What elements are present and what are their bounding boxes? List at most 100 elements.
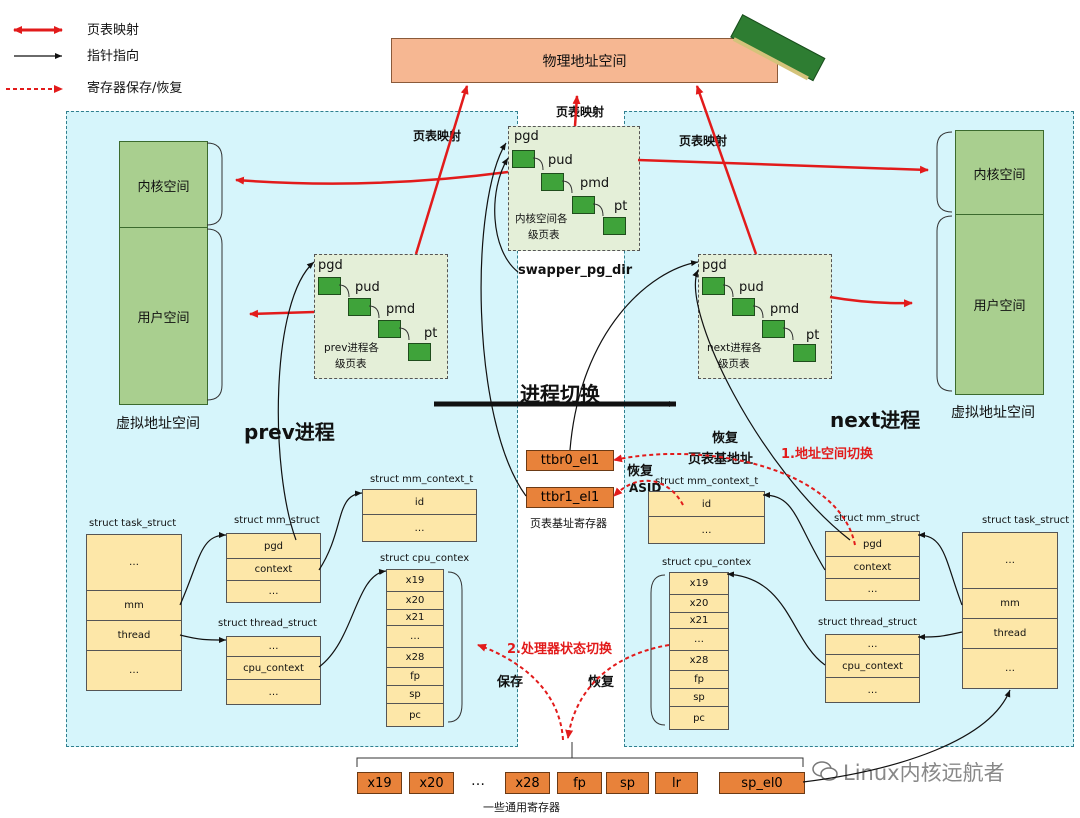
prev-pt-label: pt — [424, 326, 438, 341]
prev-user-bracket — [206, 228, 223, 401]
prev-task-row: thread — [87, 621, 181, 651]
kernel-pgd-box — [512, 150, 535, 168]
prev-pt-to-user-arrow — [249, 309, 315, 318]
prev-mm-row: … — [227, 581, 320, 602]
prev-task-row: mm — [87, 591, 181, 621]
prev-pgd-label: pgd — [318, 258, 343, 273]
next-mm-context-title: struct mm_context_t — [655, 476, 759, 487]
prev-mm-context-row: … — [363, 515, 476, 541]
ttbr-caption: 页表基址寄存器 — [530, 517, 607, 530]
gp-reg-label: sp_el0 — [741, 775, 783, 791]
watermark-text: Linux内核远航者 — [843, 761, 1005, 785]
restore-label: 恢复 — [588, 675, 615, 690]
ttbr1-to-kernel-pgd — [480, 142, 527, 497]
legend-page-map: 页表映射 — [87, 23, 140, 38]
next-pt-connectors — [722, 284, 794, 341]
prev-mm-context: id … — [362, 489, 477, 542]
page-map-label-top: 页表映射 — [556, 105, 605, 119]
next-pmd-box — [762, 320, 785, 338]
next-mm-struct-title: struct mm_struct — [834, 513, 920, 524]
next-thread-struct: … cpu_context … — [825, 634, 920, 703]
prev-task-mm-to-mm-struct — [179, 532, 227, 606]
prev-task-row: … — [87, 535, 181, 591]
next-cpu-bracket — [650, 574, 666, 726]
ttbr0-label: ttbr0_el1 — [540, 453, 600, 468]
prev-pmd-label: pmd — [386, 302, 416, 317]
next-task-row: … — [963, 533, 1057, 589]
legend-register: 寄存器保存/恢复 — [87, 81, 183, 96]
gp-reg-x20: x20 — [409, 772, 454, 794]
prev-mm-row: context — [227, 559, 320, 581]
kernel-pt-connectors — [532, 157, 604, 217]
prev-kernel-space: 内核空间 — [119, 141, 208, 229]
next-mm-row: pgd — [826, 532, 919, 557]
prev-pud-box — [348, 298, 371, 316]
next-cpu-row: x21 — [670, 613, 728, 629]
next-mm-row: … — [826, 579, 919, 600]
page-map-label-left: 页表映射 — [413, 129, 462, 143]
prev-pt-box — [408, 343, 431, 361]
physical-address-label: 物理地址空间 — [542, 53, 627, 70]
restore-dashed-arrow — [565, 644, 670, 739]
next-cpu-context-to-cpu-contex — [726, 571, 826, 666]
kernel-pmd-label: pmd — [580, 176, 610, 191]
kernel-pgd-label: pgd — [514, 129, 539, 144]
next-vas-caption: 虚拟地址空间 — [951, 405, 1035, 421]
prev-cpu-row: fp — [387, 668, 443, 686]
legend-pointer: 指针指向 — [87, 49, 140, 64]
next-kernel-space: 内核空间 — [955, 130, 1044, 216]
sp-el0-to-next-task — [802, 689, 1011, 783]
gp-regs-bracket — [356, 742, 804, 767]
kernel-pt-label: pt — [614, 199, 628, 214]
kernel-to-prev-kernel-arrow — [235, 170, 509, 185]
step1-label: 1.地址空间切换 — [781, 447, 873, 462]
ttbr1-register: ttbr1_el1 — [526, 487, 614, 508]
next-task-mm-to-mm-struct — [917, 532, 963, 606]
next-mm-pgd-to-pt — [692, 269, 851, 541]
prev-cpu-row: x21 — [387, 610, 443, 626]
kernel-pmd-box — [572, 196, 595, 214]
gp-reg-ellipsis: … — [471, 773, 485, 789]
kernel-pud-label: pud — [548, 153, 573, 168]
prev-mm-context-row: id — [363, 490, 476, 515]
next-cpu-row: pc — [670, 707, 728, 729]
prev-mm-struct: pgd context … — [226, 533, 321, 603]
kernel-pt-caption-2: 级页表 — [528, 229, 560, 241]
gp-reg-x19: x19 — [357, 772, 402, 794]
ttbr0-register: ttbr0_el1 — [526, 450, 614, 471]
prev-pud-label: pud — [355, 280, 380, 295]
next-thread-row: cpu_context — [826, 655, 919, 678]
prev-cpu-row: x19 — [387, 570, 443, 592]
prev-cpu-row: x20 — [387, 592, 443, 610]
kernel-pt-caption-1: 内核空间各 — [515, 213, 568, 225]
restore-base-label-1: 恢复 — [712, 431, 739, 446]
prev-task-row: … — [87, 651, 181, 690]
next-task-struct-title: struct task_struct — [982, 515, 1070, 526]
next-kernel-bracket — [936, 131, 953, 213]
prev-pt-to-physical-arrow — [414, 85, 469, 255]
next-thread-struct-title: struct thread_struct — [818, 617, 917, 628]
gp-reg-label: x20 — [419, 775, 444, 791]
restore-pgd-dashed-arrow — [613, 453, 856, 546]
next-task-row: … — [963, 649, 1057, 688]
wechat-icon — [812, 760, 838, 782]
next-cpu-row: fp — [670, 671, 728, 689]
prev-cpu-row: pc — [387, 704, 443, 726]
prev-cpu-bracket — [447, 571, 463, 723]
restore-asid-dashed-arrow — [613, 479, 684, 506]
next-context-to-mm-context — [762, 492, 826, 571]
step2-label: 2.处理器状态切换 — [507, 642, 612, 657]
prev-user-space: 用户空间 — [119, 227, 208, 405]
restore-base-label-2: 页表基地址 — [688, 452, 754, 467]
prev-mm-pgd-to-pt — [277, 261, 315, 541]
kernel-pud-box — [541, 173, 564, 191]
prev-thread-row: … — [227, 680, 320, 704]
next-pt-to-physical-arrow — [695, 85, 758, 255]
prev-task-struct-title: struct task_struct — [89, 518, 177, 529]
next-thread-row: … — [826, 635, 919, 655]
prev-kernel-space-label: 内核空间 — [137, 179, 190, 195]
prev-mm-row: pgd — [227, 534, 320, 559]
ttbr0-to-next-pgd — [569, 260, 699, 451]
next-user-bracket — [936, 215, 953, 392]
prev-kernel-bracket — [206, 142, 223, 226]
